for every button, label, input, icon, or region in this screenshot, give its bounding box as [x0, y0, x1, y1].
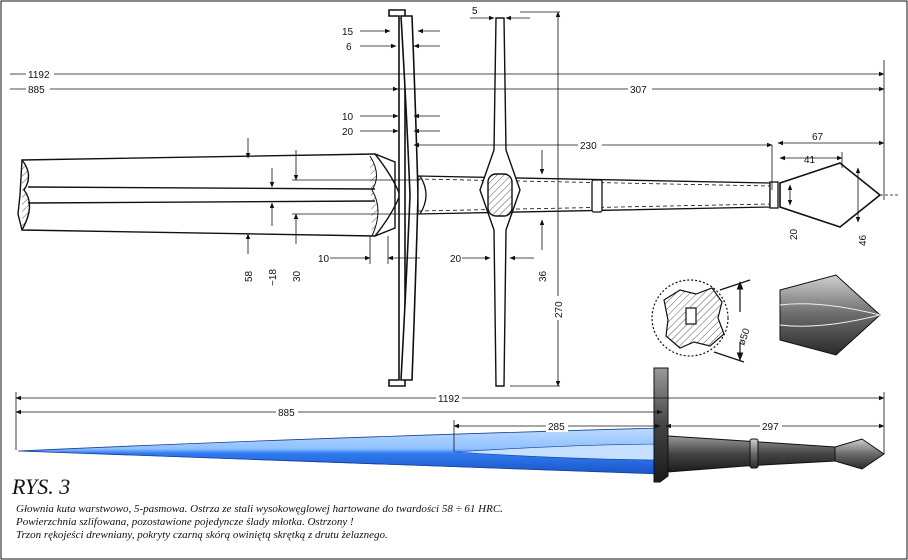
dim-pommel-height: 46 [858, 234, 869, 246]
dimension-labels-top: 1192 885 307 15 6 10 20 5 230 67 41 20 4… [26, 6, 869, 347]
dim-fuller-width: ~18 [268, 269, 279, 286]
dim-pommel-neck: 41 [804, 155, 816, 166]
pommel-side-view [779, 162, 900, 228]
caption-line-3: Trzon rękojeści drewniany, pokryty czarn… [16, 529, 388, 541]
dim-pommel-length: 67 [812, 132, 824, 143]
dim-bottom-fuller-length: 285 [548, 422, 565, 433]
blade-side-view [17, 153, 401, 237]
blade-colour-view [17, 427, 661, 475]
dim-guard-span: 270 [554, 301, 565, 318]
pommel-section [651, 279, 751, 363]
dim-guard-center-height: 36 [538, 270, 549, 282]
pommel-3d [779, 274, 881, 356]
dim-guard-center-width: 20 [450, 254, 462, 265]
dim-blade-width: 58 [244, 270, 255, 282]
hilt-colour-view [653, 367, 885, 483]
caption-line-1: Głownia kuta warstwowo, 5-pasmowa. Ostrz… [16, 503, 503, 515]
caption-line-2: Powierzchnia szlifowana, pozostawione po… [16, 516, 354, 528]
dim-guard-inner-mid: 20 [342, 127, 354, 138]
dim-bottom-hilt-length: 297 [762, 422, 779, 433]
dim-ricasso-length: 10 [318, 254, 330, 265]
dim-bottom-overall-length: 1192 [438, 394, 460, 405]
guard-front-view [479, 17, 521, 387]
grip-side-view [417, 175, 779, 215]
dim-pommel-neck-height: 20 [789, 228, 800, 240]
cross-guard-side [388, 9, 419, 387]
dimension-labels-bottom: 1192 885 285 297 [276, 392, 782, 433]
dim-bottom-blade-length: 885 [278, 408, 295, 419]
dim-guard-thickness-mid: 10 [342, 112, 354, 123]
figure-title: RYS. 3 [12, 474, 71, 499]
dim-overall-length: 1192 [28, 70, 50, 81]
dim-blade-base-width: 30 [292, 270, 303, 282]
dim-blade-length: 885 [28, 85, 45, 96]
dim-grip-length: 307 [630, 85, 647, 96]
dim-guard-thickness-top: 15 [342, 27, 354, 38]
dim-guard-inner-top: 6 [346, 42, 352, 53]
dim-guard-bar-width: 5 [472, 6, 478, 17]
dim-grip-to-pommel: 230 [580, 141, 597, 152]
